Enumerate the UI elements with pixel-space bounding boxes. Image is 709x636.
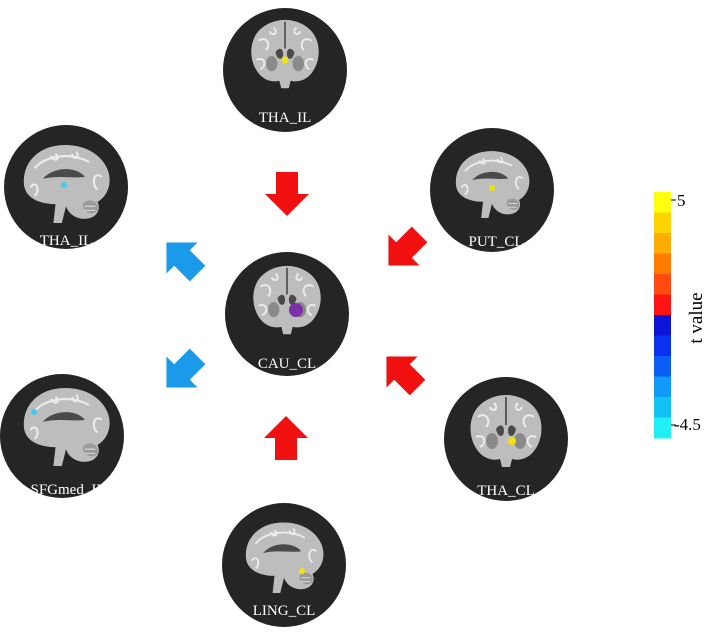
- colorbar-cell: [654, 376, 671, 398]
- node-label: SFGmed_IL: [31, 482, 106, 498]
- colorbar-min-label: -4.5: [674, 415, 701, 434]
- arrow-from-bottom: [264, 416, 308, 460]
- colorbar-cell: [654, 212, 671, 234]
- colorbar-title: t value: [686, 292, 707, 343]
- node-label: THA_IL: [40, 233, 93, 249]
- colorbar-cell: [654, 397, 671, 418]
- colorbar-cell: [654, 294, 671, 316]
- colorbar-cell: [654, 192, 671, 213]
- activation-spot: [508, 437, 516, 445]
- node-tha-cl: THA_CL: [444, 377, 568, 501]
- colorbar-cell: [654, 417, 671, 439]
- colorbar-cell: [654, 335, 671, 357]
- node-label: LING_CL: [253, 603, 316, 619]
- node-label: CAU_CL: [258, 356, 316, 372]
- activation-spot: [299, 568, 305, 574]
- colorbar-cells: [654, 192, 671, 439]
- arrow-from-lower-right: [370, 340, 434, 404]
- colorbar-cell: [654, 253, 671, 275]
- activation-spot: [31, 409, 37, 415]
- colorbar-cell: [654, 233, 671, 254]
- colorbar-cell: [654, 315, 671, 336]
- activation-spot: [61, 182, 67, 188]
- node-cau-cl-center: CAU_CL: [225, 252, 349, 376]
- colorbar: 5 -4.5 t value: [654, 191, 707, 439]
- seed-region-marker: [289, 303, 303, 317]
- node-label: PUT_CL: [468, 234, 523, 250]
- node-tha-il-top: THA_IL: [223, 8, 347, 132]
- node-label: THA_IL: [259, 110, 312, 126]
- node-put-cl: PUT_CL: [430, 128, 554, 252]
- arrow-from-top: [265, 172, 309, 216]
- node-sfgmed-il: SFGmed_IL: [0, 374, 124, 498]
- arrow-from-upper-right: [372, 218, 436, 282]
- node-ling-cl: LING_CL: [222, 503, 346, 627]
- activation-spot: [281, 56, 289, 64]
- arrow-to-lower-left: [150, 340, 214, 404]
- activation-spot: [489, 185, 495, 191]
- colorbar-max-label: 5: [677, 191, 686, 210]
- colorbar-cell: [654, 356, 671, 377]
- colorbar-cell: [654, 274, 671, 295]
- node-tha-il-upper-left: THA_IL: [4, 125, 128, 249]
- arrow-to-upper-left: [150, 226, 214, 290]
- node-label: THA_CL: [477, 483, 535, 499]
